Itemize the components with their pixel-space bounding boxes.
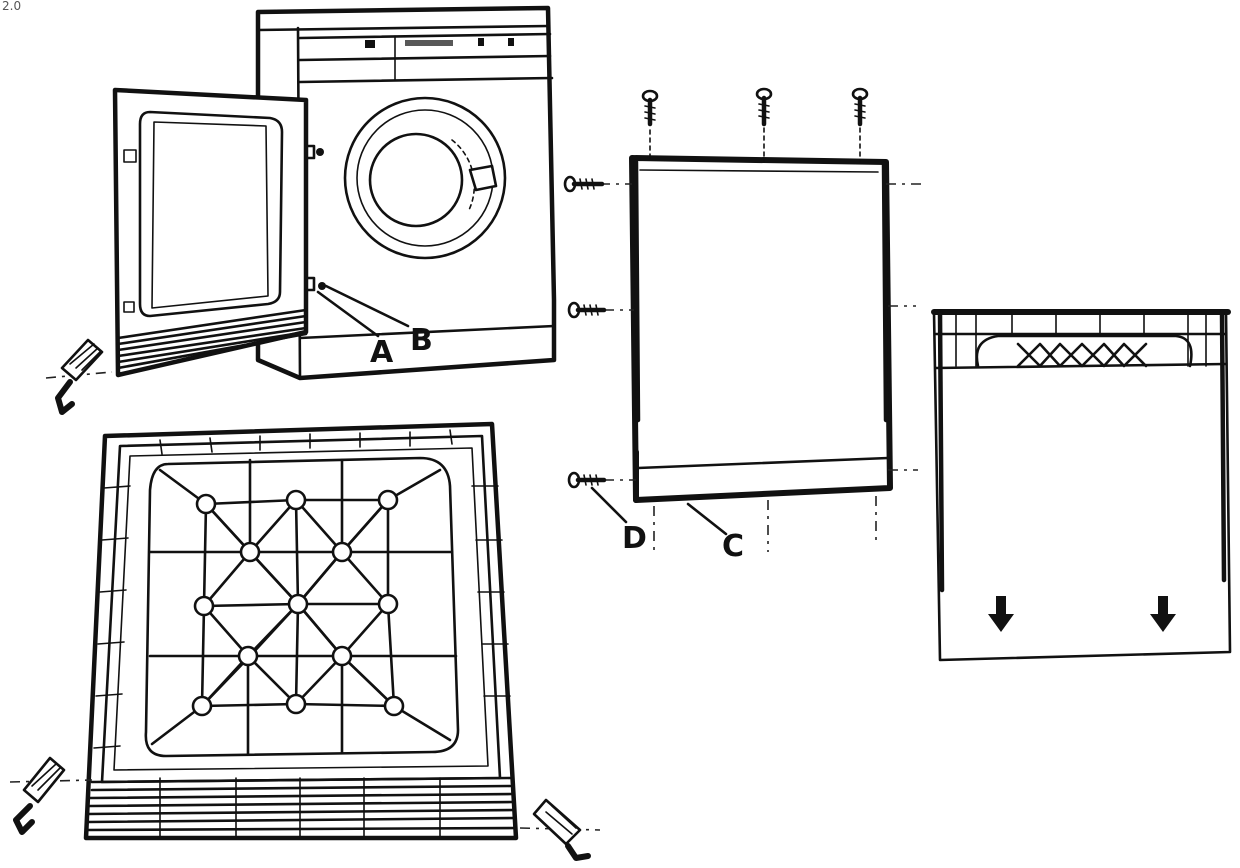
tool-icon-lower-left	[9, 756, 93, 835]
porthole	[343, 96, 507, 260]
tool-icon-lower-right	[519, 798, 601, 861]
tool-icon-upper	[45, 338, 113, 415]
label-a: A	[370, 335, 394, 370]
screw-icon	[567, 471, 607, 489]
arrow-down-icon	[988, 596, 1014, 632]
side-panel	[600, 127, 922, 556]
screw-icon	[755, 87, 773, 127]
front-panel	[931, 309, 1232, 662]
door-panel	[112, 87, 309, 378]
callout-leaders-cd: D C	[590, 486, 744, 564]
screw-icon	[641, 89, 659, 127]
label-d: D	[622, 521, 647, 556]
label-c: C	[722, 529, 744, 564]
callout-leaders-ab: A B	[316, 284, 433, 370]
screw-icon	[851, 87, 869, 127]
arrow-down-icon	[1150, 596, 1176, 632]
label-b: B	[410, 323, 433, 358]
corner-mark: 2.0	[2, 0, 21, 13]
base-tray	[83, 421, 519, 841]
screw-icon	[563, 175, 605, 193]
screw-icon	[567, 301, 607, 319]
screw-icons	[563, 87, 869, 489]
